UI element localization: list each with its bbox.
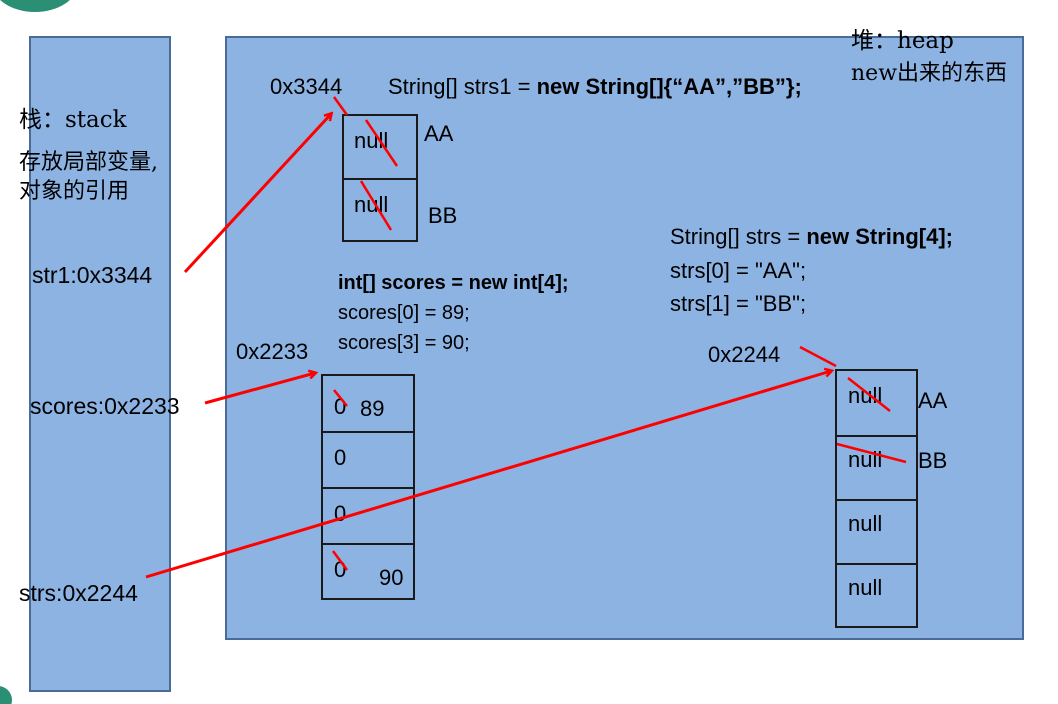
stack-desc-line1: 存放局部变量, xyxy=(19,150,158,175)
array-cell: null xyxy=(837,563,916,629)
cell-value: 0 xyxy=(334,501,347,526)
array-cell: 0 xyxy=(323,431,413,488)
heap-title: 堆：heap xyxy=(851,28,954,54)
stack-title: 栈：stack xyxy=(19,107,127,133)
array-cell: 0 90 xyxy=(323,543,413,600)
stack-panel xyxy=(29,36,171,692)
scores-code-line2: scores[0] = 89; xyxy=(338,302,470,324)
cell-value: null xyxy=(848,575,883,600)
strs-code-line3: strs[1] = "BB"; xyxy=(670,291,807,316)
strs-new-value-0: AA xyxy=(918,388,948,413)
strs-new-value-1: BB xyxy=(918,448,948,473)
cell-value: null xyxy=(354,192,389,217)
stack-desc-line2: 对象的引用 xyxy=(19,179,130,204)
strs-code-bold: new String[4]; xyxy=(806,224,953,249)
scores-address: 0x2233 xyxy=(236,339,309,364)
strs1-code: String[] strs1 = new String[]{“AA”,”BB”}… xyxy=(388,76,802,98)
corner-decoration-bottom xyxy=(0,684,14,704)
strs-code-prefix: String[] strs = xyxy=(670,224,807,249)
heap-subtitle: new出来的东西 xyxy=(851,61,1008,86)
scores-code-line1: int[] scores = new int[4]; xyxy=(338,272,569,294)
stack-ref-strs: strs:0x2244 xyxy=(19,580,138,606)
corner-decoration-top xyxy=(0,0,70,14)
scores-code-line3: scores[3] = 90; xyxy=(338,332,470,354)
strs1-code-prefix: String[] strs1 = xyxy=(388,74,537,99)
array-cell: null xyxy=(837,499,916,565)
cell-value: 0 xyxy=(334,394,347,419)
array-cell: null xyxy=(344,178,416,242)
array-cell: null xyxy=(837,371,916,437)
array-cell: null xyxy=(837,435,916,501)
cell-value: null xyxy=(848,383,883,408)
strs-address: 0x2244 xyxy=(708,342,781,367)
strs1-new-value-1: BB xyxy=(428,203,458,228)
strs-code-line2: strs[0] = "AA"; xyxy=(670,258,807,283)
cell-new-value: 89 xyxy=(360,396,385,421)
strs1-code-bold: new String[]{“AA”,”BB”}; xyxy=(536,74,802,99)
cell-value: null xyxy=(848,511,883,536)
strs-array: null null null null xyxy=(835,369,918,628)
stack-ref-str1: str1:0x3344 xyxy=(32,262,153,288)
cell-value: null xyxy=(848,447,883,472)
array-cell: 0 xyxy=(323,487,413,544)
array-cell: 0 89 xyxy=(323,376,413,433)
stack-ref-scores: scores:0x2233 xyxy=(30,393,180,419)
cell-value: 0 xyxy=(334,445,347,470)
cell-value: null xyxy=(354,128,389,153)
strs1-new-value-0: AA xyxy=(424,121,454,146)
strs1-address: 0x3344 xyxy=(270,74,343,99)
scores-array: 0 89 0 0 0 90 xyxy=(321,374,415,600)
strs1-array: null null xyxy=(342,114,418,242)
array-cell: null xyxy=(344,116,416,180)
cell-value: 0 xyxy=(334,557,347,582)
strs-code-line1: String[] strs = new String[4]; xyxy=(670,226,953,248)
cell-new-value: 90 xyxy=(379,565,404,590)
